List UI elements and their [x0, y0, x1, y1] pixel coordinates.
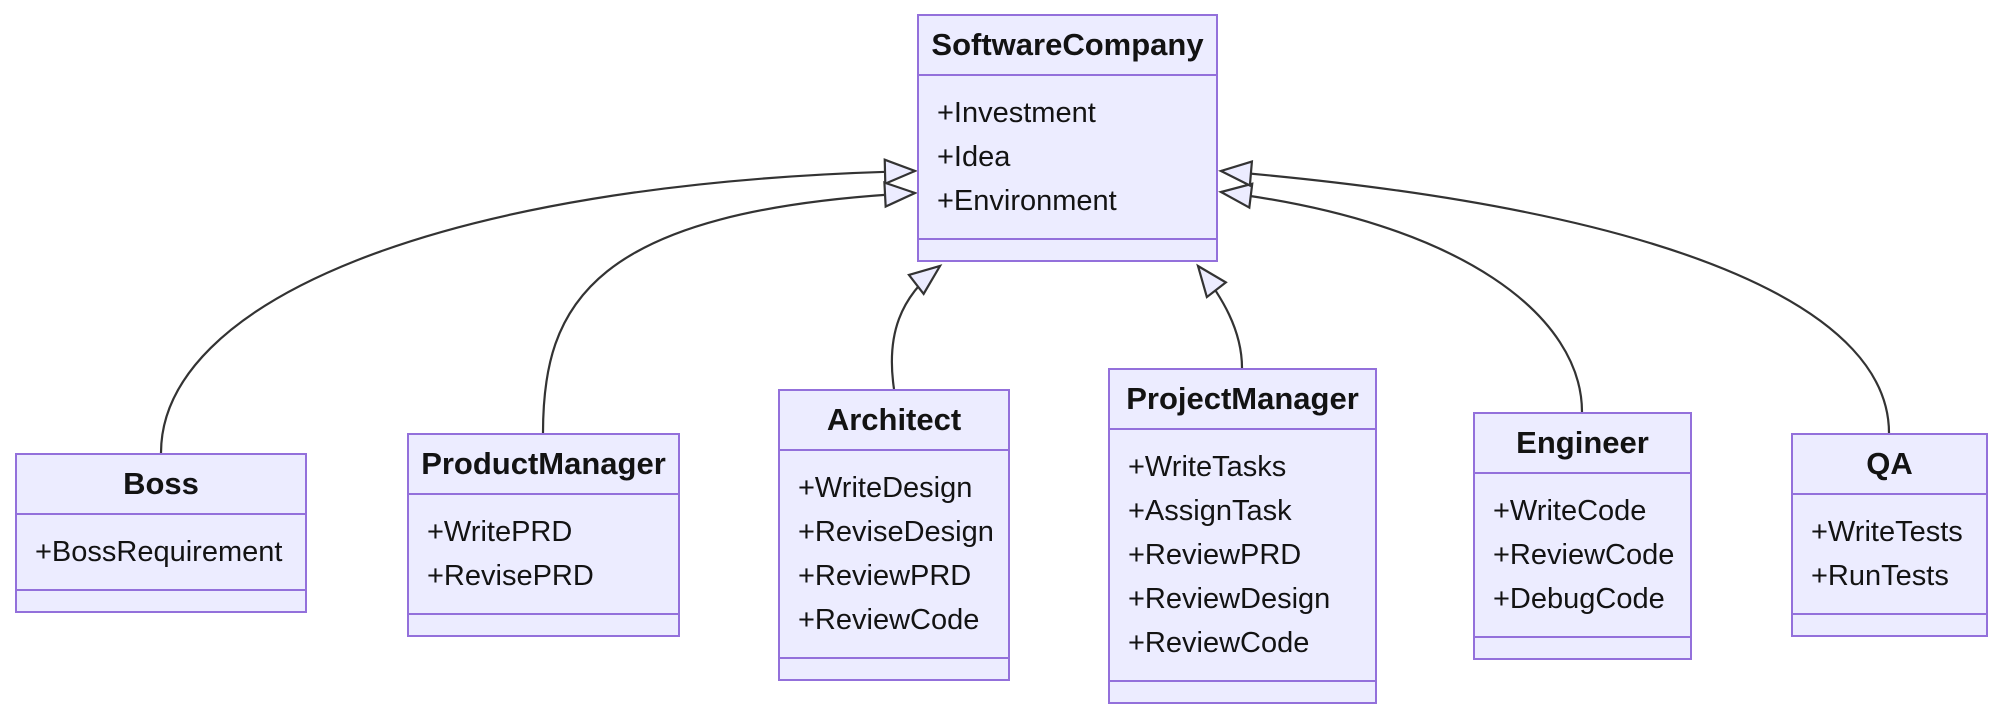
- class-attributes-section: +WriteDesign +ReviseDesign +ReviewPRD +R…: [780, 449, 1008, 659]
- class-attributes-section: +WriteTasks +AssignTask +ReviewPRD +Revi…: [1110, 428, 1375, 682]
- class-attribute: +BossRequirement: [35, 536, 283, 568]
- class-box-productmanager: ProductManager +WritePRD +RevisePRD: [407, 433, 680, 637]
- class-title: Engineer: [1516, 425, 1649, 460]
- edge-architect-softwarecompany: [890, 264, 943, 390]
- class-attribute: +Investment: [937, 97, 1096, 129]
- class-title: QA: [1866, 446, 1913, 481]
- class-box-architect: Architect +WriteDesign +ReviseDesign +Re…: [778, 389, 1010, 681]
- class-title: SoftwareCompany: [931, 27, 1204, 62]
- class-methods-section-empty: [780, 659, 1008, 679]
- class-attribute: +ReviewPRD: [798, 560, 972, 592]
- class-attribute: +RevisePRD: [427, 560, 594, 592]
- class-title: Boss: [123, 466, 199, 501]
- class-methods-section-empty: [1475, 638, 1690, 658]
- class-title: ProjectManager: [1126, 381, 1359, 416]
- class-methods-section-empty: [409, 615, 678, 635]
- class-attribute: +WriteDesign: [798, 472, 973, 504]
- class-attributes-section: +WriteCode +ReviewCode +DebugCode: [1475, 472, 1690, 638]
- class-methods-section-empty: [1110, 682, 1375, 702]
- class-attribute: +ReviewDesign: [1128, 583, 1331, 615]
- edge-engineer-softwarecompany: [1218, 182, 1584, 413]
- class-title: ProductManager: [421, 446, 666, 481]
- class-attribute: +WriteCode: [1493, 495, 1647, 527]
- class-box-qa: QA +WriteTests +RunTests: [1791, 433, 1988, 637]
- class-attribute: +ReviewCode: [1493, 539, 1675, 571]
- class-attribute: +WriteTasks: [1128, 451, 1287, 483]
- class-methods-section-empty: [17, 591, 305, 611]
- class-methods-section-empty: [1793, 615, 1986, 635]
- class-box-engineer: Engineer +WriteCode +ReviewCode +DebugCo…: [1473, 412, 1692, 660]
- class-attributes-section: +WritePRD +RevisePRD: [409, 493, 678, 615]
- class-attribute: +Idea: [937, 141, 1011, 173]
- class-attributes-section: +BossRequirement: [17, 513, 305, 591]
- class-box-softwarecompany: SoftwareCompany +Investment +Idea +Envir…: [917, 14, 1218, 262]
- class-box-projectmanager: ProjectManager +WriteTasks +AssignTask +…: [1108, 368, 1377, 704]
- class-attribute: +ReviewCode: [798, 604, 980, 636]
- class-attribute: +WritePRD: [427, 516, 573, 548]
- class-attribute: +ReviewCode: [1128, 627, 1310, 659]
- class-attribute: +WriteTests: [1811, 516, 1963, 548]
- class-attribute: +RunTests: [1811, 560, 1949, 592]
- edge-qa-softwarecompany: [1218, 160, 1891, 434]
- class-attribute: +ReviewPRD: [1128, 539, 1302, 571]
- class-attribute: +AssignTask: [1128, 495, 1292, 527]
- class-title: Architect: [826, 402, 962, 437]
- class-attributes-section: +Investment +Idea +Environment: [919, 74, 1216, 240]
- class-box-boss: Boss +BossRequirement: [15, 453, 307, 613]
- class-attribute: +DebugCode: [1493, 583, 1665, 615]
- edge-projectmanager-softwarecompany: [1196, 263, 1244, 369]
- class-attributes-section: +WriteTests +RunTests: [1793, 493, 1986, 615]
- class-attribute: +Environment: [937, 185, 1117, 217]
- class-methods-section-empty: [919, 240, 1216, 260]
- edge-productmanager-softwarecompany: [541, 181, 918, 434]
- edge-boss-softwarecompany: [159, 158, 918, 454]
- class-attribute: +ReviseDesign: [798, 516, 994, 548]
